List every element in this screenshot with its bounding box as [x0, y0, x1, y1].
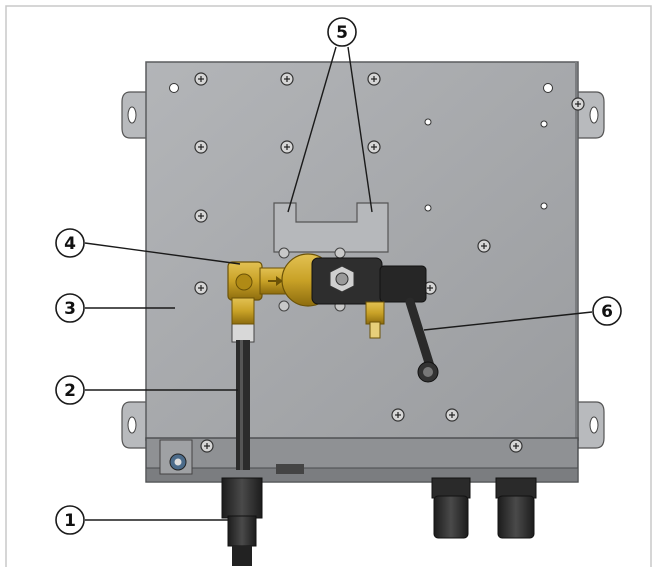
screw-icon: [194, 72, 208, 86]
screw-icon: [280, 140, 294, 154]
callout-label: 4: [64, 234, 76, 254]
callout-label: 6: [601, 302, 613, 322]
screw-icon: [194, 140, 208, 154]
callout-6: 6: [592, 296, 622, 326]
hose: [231, 321, 255, 470]
callout-label: 3: [64, 299, 76, 319]
screw-icon: [280, 72, 294, 86]
leader-lines: [84, 46, 593, 521]
callout-5: 5: [327, 17, 357, 47]
ground-terminal: [159, 439, 193, 475]
screw-icon: [367, 140, 381, 154]
screw-icon: [509, 439, 523, 453]
callout-4: 4: [55, 228, 85, 258]
callout-label: 2: [64, 381, 76, 401]
valve-bracket: [273, 202, 389, 253]
screw-icon: [194, 281, 208, 295]
solenoid-valve-icon: [311, 257, 439, 383]
mounting-holes: [169, 83, 553, 212]
callout-2: 2: [55, 375, 85, 405]
callout-3: 3: [55, 293, 85, 323]
screw-icon: [200, 439, 214, 453]
screw-icon: [477, 239, 491, 253]
callout-label: 5: [336, 23, 348, 43]
screw-icon: [391, 408, 405, 422]
cable-gland-icon: [221, 477, 537, 566]
screw-icon: [445, 408, 459, 422]
screw-icon: [194, 209, 208, 223]
callouts: 1 2 3 4 5 6: [55, 17, 622, 535]
callout-label: 1: [64, 511, 76, 531]
screw-icon: [367, 72, 381, 86]
callout-1: 1: [55, 505, 85, 535]
screw-icon: [423, 281, 437, 295]
screw-icon: [571, 97, 585, 111]
figure-frame: [5, 5, 652, 571]
